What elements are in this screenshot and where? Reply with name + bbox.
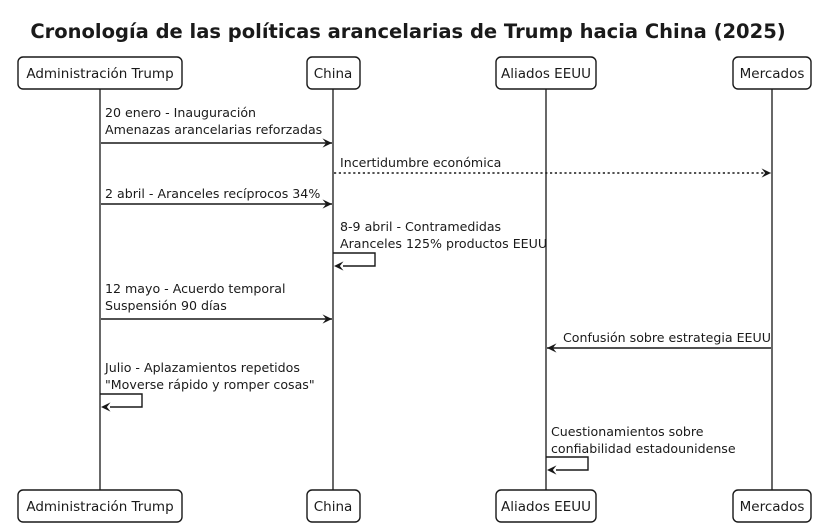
participant-box	[17, 489, 183, 523]
participant-box	[732, 56, 812, 90]
arrowhead	[101, 402, 111, 412]
message-label-line: Suspensión 90 días	[105, 298, 227, 313]
participant-mercados-top[interactable]: Mercados	[732, 56, 812, 90]
message-label-line: Julio - Aplazamientos repetidos	[104, 360, 300, 375]
arrowhead	[322, 314, 332, 324]
arrowhead	[547, 343, 557, 353]
participant-box	[732, 489, 812, 523]
message-label-line: Cuestionamientos sobre	[551, 424, 704, 439]
arrowhead	[322, 138, 332, 148]
participant-box	[17, 56, 183, 90]
participant-box	[306, 489, 361, 523]
lifelines-layer	[99, 89, 773, 490]
participant-china-top[interactable]: China	[306, 56, 361, 90]
participant-box	[495, 489, 597, 523]
msg-aranceles-reciprocos[interactable]: 2 abril - Aranceles recíprocos 34%	[101, 186, 332, 209]
message-label-line: Aranceles 125% productos EEUU	[340, 236, 547, 251]
participant-aliados-top[interactable]: Aliados EEUU	[495, 56, 597, 90]
message-label-line: 8-9 abril - Contramedidas	[340, 219, 501, 234]
participant-trump-bottom[interactable]: Administración Trump	[17, 489, 183, 523]
arrowhead	[334, 261, 344, 271]
participant-aliados-bottom[interactable]: Aliados EEUU	[495, 489, 597, 523]
participant-label: China	[314, 66, 353, 82]
message-label-line: Confusión sobre estrategia EEUU	[563, 330, 771, 345]
msg-cuestionamientos[interactable]: Cuestionamientos sobre confiabilidad esta…	[546, 424, 736, 475]
message-label-line: Amenazas arancelarias reforzadas	[105, 122, 322, 137]
participant-box	[495, 56, 597, 90]
arrowhead	[547, 465, 557, 475]
self-message-path	[333, 252, 376, 267]
participant-label: Aliados EEUU	[501, 66, 591, 82]
message-label-line: 2 abril - Aranceles recíprocos 34%	[105, 186, 320, 201]
message-label-line: Incertidumbre económica	[340, 155, 501, 170]
participant-label: Mercados	[740, 66, 805, 82]
self-message-path	[546, 456, 589, 471]
msg-confusion[interactable]: Confusión sobre estrategia EEUU	[547, 330, 771, 353]
message-label-line: 12 mayo - Acuerdo temporal	[105, 281, 285, 296]
participant-box	[306, 56, 361, 90]
participant-trump-top[interactable]: Administración Trump	[17, 56, 183, 90]
participant-label: Mercados	[740, 499, 805, 515]
participant-label: China	[314, 499, 353, 515]
message-label-line: 20 enero - Inauguración	[105, 105, 256, 120]
message-label-line: confiabilidad estadounidense	[551, 441, 736, 456]
msg-incertidumbre[interactable]: Incertidumbre económica	[334, 155, 771, 178]
message-label-line: "Moverse rápido y romper cosas"	[105, 377, 315, 392]
participant-label: Administración Trump	[26, 66, 173, 82]
participant-label: Aliados EEUU	[501, 499, 591, 515]
participant-mercados-bottom[interactable]: Mercados	[732, 489, 812, 523]
diagram-title: Cronología de las políticas arancelarias…	[30, 20, 785, 43]
participant-china-bottom[interactable]: China	[306, 489, 361, 523]
participant-label: Administración Trump	[26, 499, 173, 515]
self-message-path	[100, 393, 143, 408]
arrowhead	[322, 199, 332, 209]
arrowhead	[761, 168, 771, 178]
msg-aplazamientos[interactable]: Julio - Aplazamientos repetidos "Moverse …	[100, 360, 315, 412]
